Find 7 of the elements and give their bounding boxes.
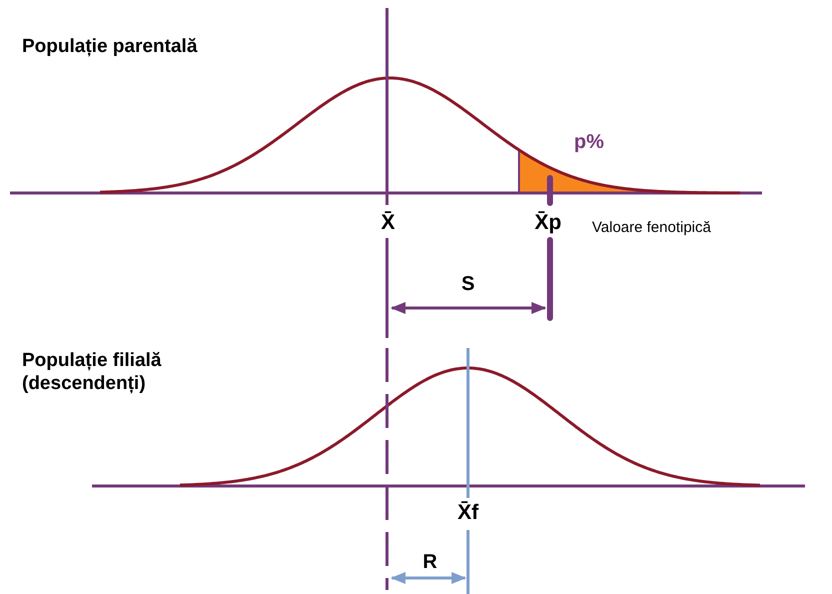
axis-title: Valoare fenotipică <box>592 219 711 237</box>
area-label: p% <box>574 130 604 154</box>
heading-text: Populație filială (descendenți) <box>22 350 162 396</box>
dimension-label: R <box>422 550 438 574</box>
dimension-label: S <box>461 272 475 296</box>
heading-text: Populație parentală <box>22 36 198 59</box>
axis-label: X̄p <box>534 210 562 236</box>
